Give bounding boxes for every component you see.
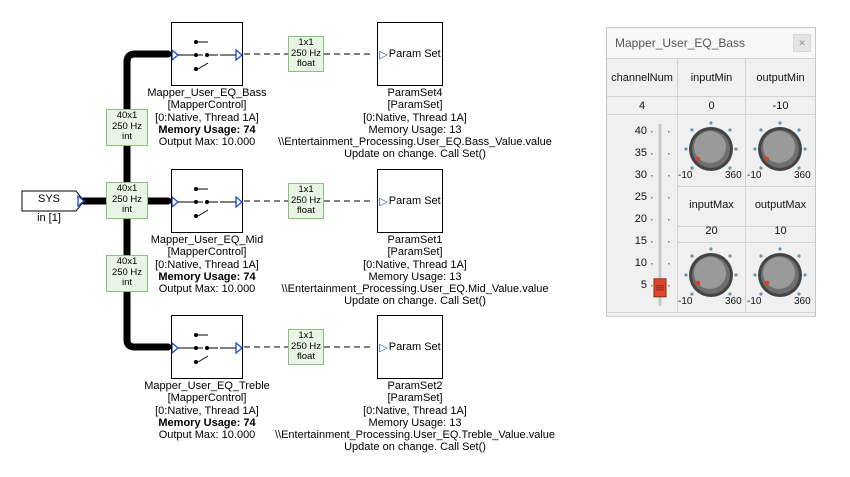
- slider-tick: 40: [634, 125, 647, 137]
- outputmax-knob[interactable]: [750, 244, 810, 306]
- channel-slider[interactable]: [647, 120, 687, 320]
- dashed-connectors: [244, 53, 374, 348]
- header-channelnum: channelNum: [611, 72, 673, 84]
- header-outputmax: outputMax: [754, 199, 807, 211]
- param-label-bass: ParamSet4[ParamSet][0:Native, Thread 1A]…: [278, 87, 552, 161]
- switch-icon: [172, 333, 244, 364]
- slider-tick: 5: [640, 279, 647, 291]
- value-inputmin: 0: [708, 100, 715, 112]
- param-label-mid: ParamSet1[ParamSet][0:Native, Thread 1A]…: [281, 234, 549, 308]
- input-port-icon: ▷: [379, 48, 388, 61]
- slider-tick: 35: [634, 147, 647, 159]
- inputmin-range-max: 360: [725, 170, 742, 181]
- close-icon[interactable]: ✕: [793, 34, 811, 52]
- outputmin-knob[interactable]: [750, 118, 810, 180]
- header-inputmin: inputMin: [690, 72, 733, 84]
- inputmax-range-max: 360: [725, 296, 742, 307]
- inputmax-range-min: -10: [678, 296, 693, 307]
- param-block-treble[interactable]: ▷Param Set: [377, 315, 443, 379]
- value-outputmin: -10: [772, 100, 789, 112]
- mapper-block-bass[interactable]: [171, 22, 244, 86]
- input-port-icon: ▷: [379, 195, 388, 208]
- sys-label: SYS: [37, 193, 60, 205]
- slider-tick: 30: [634, 169, 647, 181]
- outputmin-range-max: 360: [794, 170, 811, 181]
- value-channelnum: 4: [638, 100, 646, 112]
- param-block-label: Param Set: [388, 341, 441, 353]
- mapper-block-treble[interactable]: [171, 315, 244, 379]
- header-outputmin: outputMin: [756, 72, 805, 84]
- value-inputmax: 20: [705, 225, 718, 237]
- param-block-label: Param Set: [388, 195, 441, 207]
- panel-grid: [607, 58, 815, 313]
- param-block-mid[interactable]: ▷Param Set: [377, 169, 443, 233]
- outputmin-range-min: -10: [747, 170, 762, 181]
- value-outputmax: 10: [774, 225, 787, 237]
- slider-tick: 15: [634, 235, 647, 247]
- outputmax-range-max: 360: [794, 296, 811, 307]
- slider-tick: 10: [634, 257, 647, 269]
- inputmin-knob[interactable]: [681, 118, 741, 180]
- panel-title[interactable]: Mapper_User_EQ_Bass: [607, 28, 815, 58]
- control-panel[interactable]: Mapper_User_EQ_Bass ✕ channelNum inputMi…: [606, 27, 816, 317]
- switch-icon: [172, 40, 244, 71]
- switch-icon: [172, 187, 244, 218]
- sys-output-port[interactable]: [77, 194, 86, 208]
- mapper-label-treble: Mapper_User_EQ_Treble[MapperControl][0:N…: [144, 380, 270, 442]
- inputmin-range-min: -10: [678, 170, 693, 181]
- mapper-block-mid[interactable]: [171, 169, 244, 233]
- sys-port-label: in [1]: [37, 212, 61, 224]
- param-block-bass[interactable]: ▷Param Set: [377, 22, 443, 86]
- input-port-icon: ▷: [379, 341, 388, 354]
- inputmax-knob[interactable]: [681, 244, 741, 306]
- header-inputmax: inputMax: [689, 199, 734, 211]
- mapper-label-bass: Mapper_User_EQ_Bass[MapperControl][0:Nat…: [147, 87, 267, 149]
- param-block-label: Param Set: [388, 48, 441, 60]
- outputmax-range-min: -10: [747, 296, 762, 307]
- sys-block-shape[interactable]: [21, 190, 85, 212]
- param-label-treble: ParamSet2[ParamSet][0:Native, Thread 1A]…: [274, 380, 556, 454]
- slider-tick: 25: [634, 191, 647, 203]
- slider-tick: 20: [634, 213, 647, 225]
- slider-thumb[interactable]: [653, 278, 667, 298]
- mapper-label-mid: Mapper_User_EQ_Mid[MapperControl][0:Nati…: [150, 234, 264, 296]
